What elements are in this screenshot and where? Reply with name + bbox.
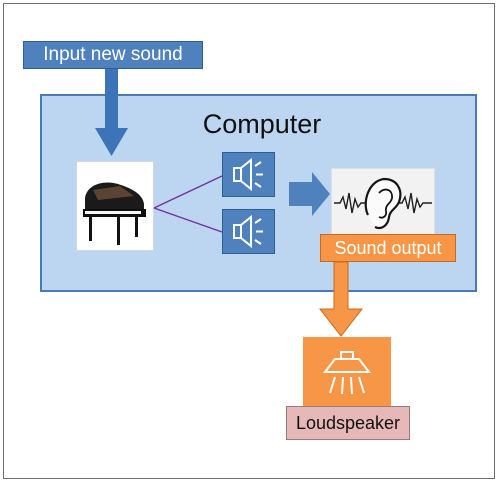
loudspeaker-icon	[322, 351, 372, 395]
grand-piano-icon	[83, 182, 146, 245]
piano-card	[76, 161, 154, 251]
speaker-tile-bottom	[222, 209, 275, 254]
loudspeaker-label: Loudspeaker	[286, 406, 410, 440]
ear-card	[331, 168, 435, 238]
input-new-sound-label: Input new sound	[23, 41, 203, 69]
ear-with-sound-waves-icon	[334, 177, 432, 230]
sound-output-label: Sound output	[320, 234, 456, 262]
speaker-icon	[233, 214, 263, 249]
speaker-tile-top	[222, 152, 275, 197]
loudspeaker-tile	[303, 337, 391, 407]
speaker-icon	[233, 157, 263, 192]
computer-label: Computer	[202, 109, 322, 139]
